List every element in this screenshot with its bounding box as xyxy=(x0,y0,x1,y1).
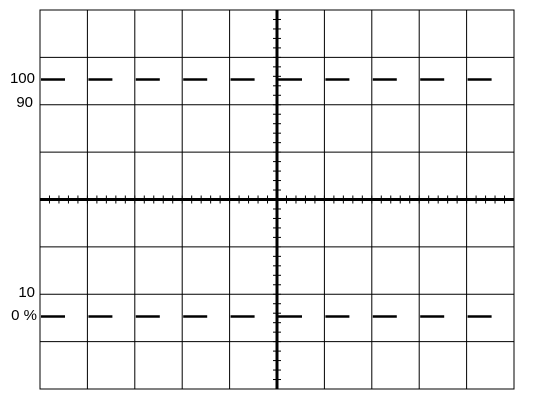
level-label-90: 90 xyxy=(16,94,33,111)
level-label-100: 100 xyxy=(9,70,35,87)
level-label-0-percent: 0 % xyxy=(11,307,37,324)
level-label-10: 10 xyxy=(18,284,35,301)
